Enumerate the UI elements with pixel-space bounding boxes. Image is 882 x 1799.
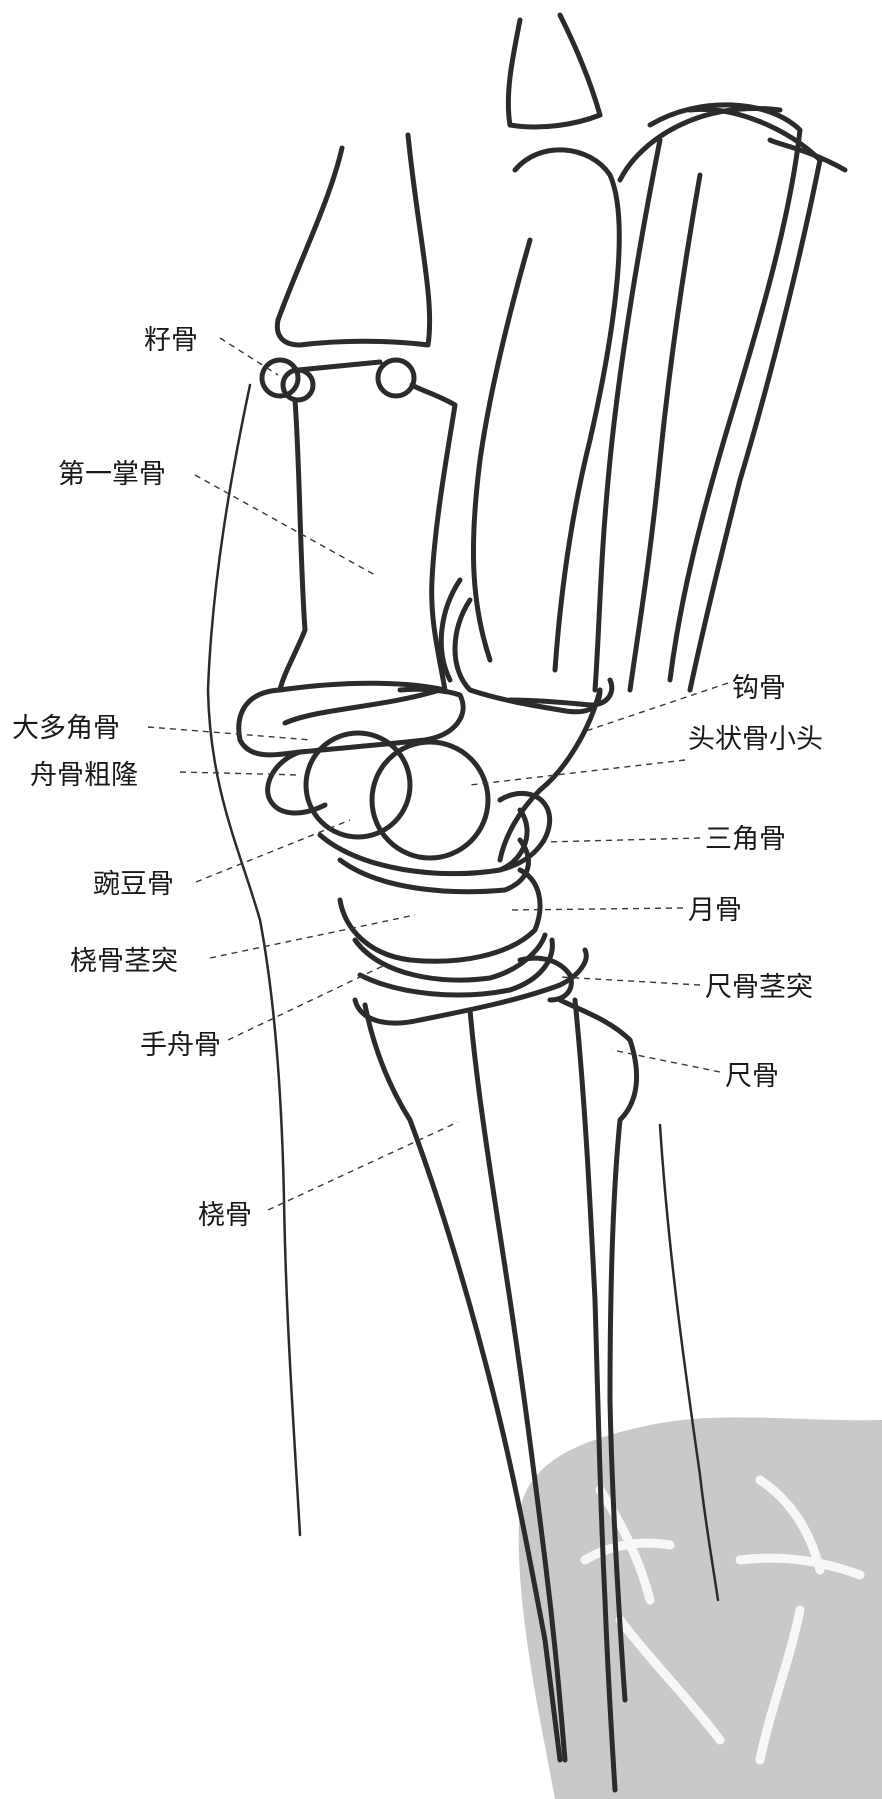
label-radius: 桡骨 [198, 1200, 252, 1231]
leader-sesamoid [220, 338, 278, 375]
label-trapezium: 大多角骨 [12, 713, 120, 744]
label-ulna: 尺骨 [725, 1061, 779, 1092]
label-sesamoid: 籽骨 [144, 325, 198, 356]
anatomy-labels: 籽骨 第一掌骨 大多角骨 舟骨粗隆 豌豆骨 桡骨茎突 手舟骨 桡骨 钩骨 头状骨… [12, 325, 823, 1231]
leader-triquetrum [545, 838, 700, 842]
leader-scaphoid-tubercle [180, 772, 300, 775]
leader-capitate-head [470, 760, 685, 785]
label-capitate-head: 头状骨小头 [688, 724, 823, 755]
leader-first-metacarpal [195, 475, 375, 575]
label-first-metacarpal: 第一掌骨 [58, 459, 166, 490]
leader-trapezium [148, 727, 312, 740]
soft-tissue-outline [208, 385, 718, 1600]
label-triquetrum: 三角骨 [705, 824, 786, 855]
leader-scaphoid [228, 965, 385, 1040]
leader-radius [268, 1122, 458, 1210]
label-hamate: 钩骨 [732, 673, 786, 704]
leader-ulna [612, 1050, 720, 1072]
leader-lines [148, 338, 728, 1210]
label-pisiform: 豌豆骨 [93, 869, 174, 900]
leader-lunate [510, 908, 683, 910]
label-radial-styloid: 桡骨茎突 [70, 946, 178, 977]
leader-ulnar-styloid [560, 977, 700, 985]
label-scaphoid-tubercle: 舟骨粗隆 [30, 760, 138, 791]
label-ulnar-styloid: 尺骨茎突 [705, 972, 813, 1003]
label-scaphoid: 手舟骨 [140, 1030, 221, 1061]
label-lunate: 月骨 [688, 895, 742, 926]
